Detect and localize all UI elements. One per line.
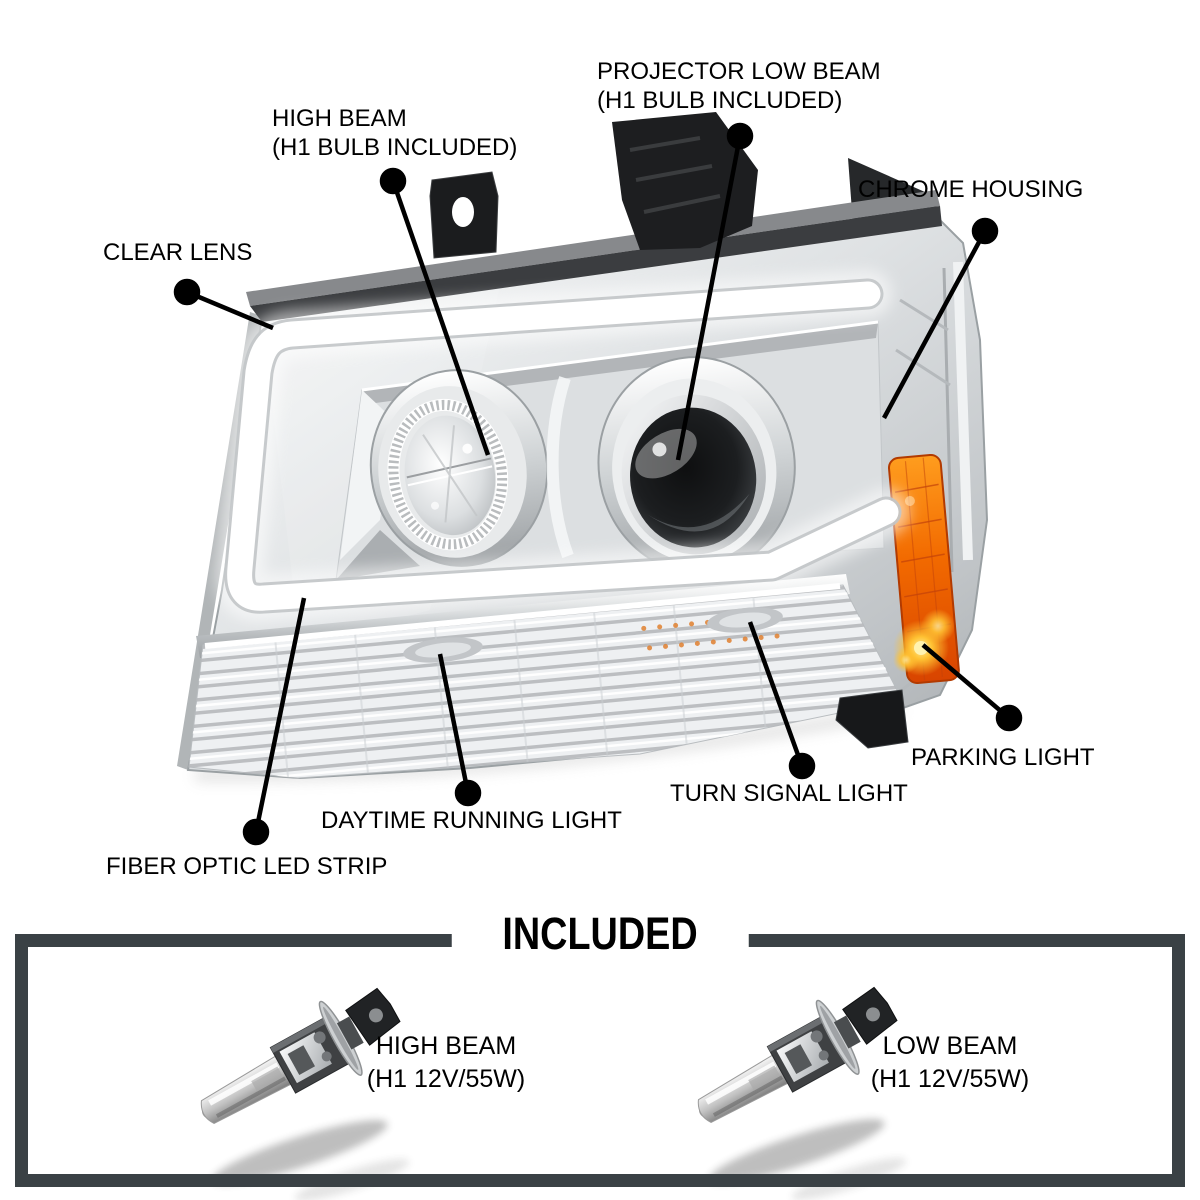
- callout-label-line: (H1 BULB INCLUDED): [272, 134, 518, 161]
- callout-line-turn-signal-light: [747, 621, 816, 780]
- bulb-label-line: HIGH BEAM: [375, 1032, 517, 1060]
- callout-line-high-beam: [379, 167, 491, 456]
- high-beam-reflector: [369, 369, 549, 567]
- callout-line-parking-light: [921, 643, 1023, 732]
- callout-label-projector-low-beam: PROJECTOR LOW BEAM (H1 BULB INCLUDED): [597, 57, 881, 115]
- included-title: INCLUDED: [451, 908, 749, 959]
- callout-label-line: HIGH BEAM: [272, 105, 407, 132]
- high-beam-bulb-label: HIGH BEAM (H1 12V/55W): [316, 1030, 576, 1096]
- headlight-photo: [177, 112, 989, 782]
- callout-label-clear-lens: CLEAR LENS: [103, 239, 253, 266]
- low-beam-bulb-label: LOW BEAM (H1 12V/55W): [820, 1030, 1080, 1096]
- chrome-divider: [546, 376, 574, 559]
- callout-label-chrome-housing: CHROME HOUSING: [858, 176, 1084, 203]
- mounting-tab: [429, 171, 499, 259]
- mounting-shroud: [612, 112, 758, 250]
- turn-signal-socket: [707, 607, 783, 633]
- callout-line-projector-low-beam: [675, 122, 754, 461]
- callout-line-daytime-running-light: [437, 653, 482, 807]
- projector-lens-assembly: [597, 356, 796, 574]
- top-band-light: [246, 190, 940, 306]
- callout-label-turn-signal-light: TURN SIGNAL LIGHT: [670, 780, 908, 807]
- callout-label-line: (H1 BULB INCLUDED): [597, 87, 843, 114]
- fiber-optic-led-strip-tube: [215, 270, 910, 623]
- turn-signal-section: [188, 583, 903, 779]
- lower-bracket: [835, 689, 909, 749]
- bulb-label-line: (H1 12V/55W): [366, 1065, 526, 1093]
- callout-label-daytime-running-light: DAYTIME RUNNING LIGHT: [321, 807, 622, 834]
- included-frame: [15, 934, 1185, 1187]
- bulb-label-line: LOW BEAM: [882, 1032, 1018, 1060]
- included-title-text: INCLUDED: [502, 908, 698, 959]
- callout-line-clear-lens: [173, 278, 274, 331]
- parking-light-glow: [893, 609, 955, 676]
- callout-label-line: PROJECTOR LOW BEAM: [597, 58, 881, 85]
- bulb-label-line: (H1 12V/55W): [870, 1065, 1030, 1093]
- callout-lines: [173, 122, 1023, 846]
- top-band-dark: [250, 206, 942, 322]
- callout-label-parking-light: PARKING LIGHT: [911, 744, 1095, 771]
- callout-label-high-beam: HIGH BEAM (H1 BULB INCLUDED): [272, 104, 517, 162]
- callout-label-fiber-optic-led-strip: FIBER OPTIC LED STRIP: [106, 853, 388, 880]
- callout-line-fiber-optic-led-strip: [242, 597, 307, 846]
- drl-socket: [403, 637, 483, 663]
- callout-line-chrome-housing: [882, 217, 999, 420]
